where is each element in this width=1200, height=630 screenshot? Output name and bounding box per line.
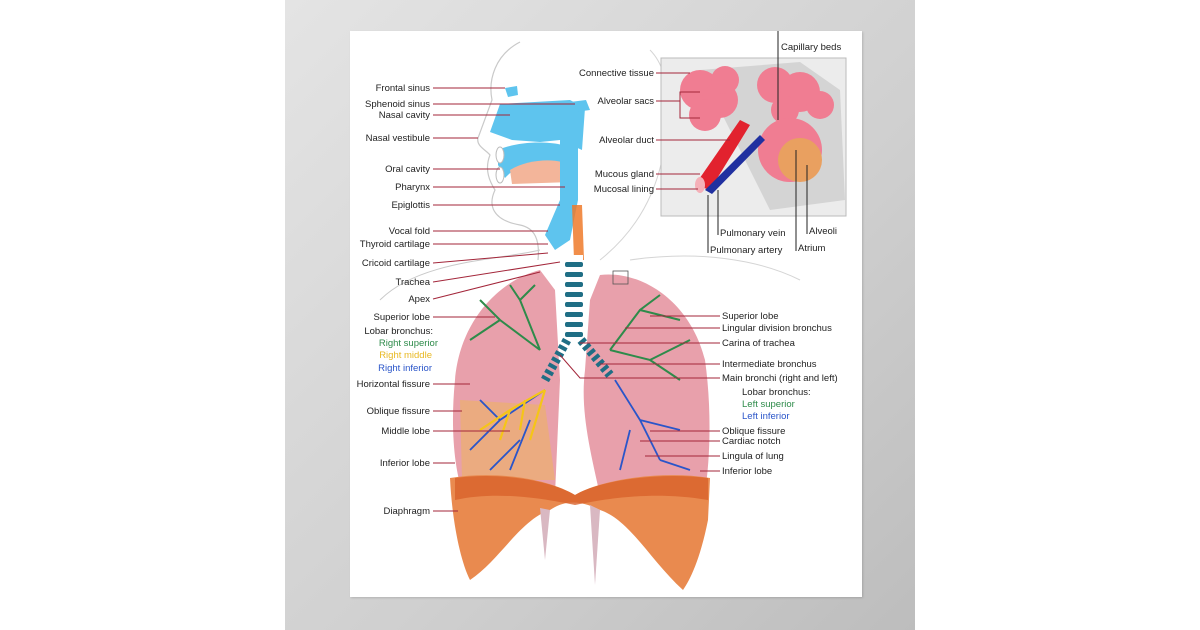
respiratory-diagram: Frontal sinus Sphenoid sinus Nasal cavit… bbox=[357, 31, 847, 590]
label-right-inferior: Right inferior bbox=[378, 363, 432, 374]
inset-marker bbox=[612, 270, 629, 285]
left-lung bbox=[583, 274, 710, 495]
head-outline bbox=[477, 41, 540, 261]
label-superior-lobe: Superior lobe bbox=[373, 312, 430, 323]
label-alveolar-sacs: Alveolar sacs bbox=[598, 96, 655, 107]
label-middle-lobe: Middle lobe bbox=[381, 426, 430, 437]
label-thyroid-cartilage: Thyroid cartilage bbox=[360, 239, 430, 250]
inset-labels: Capillary beds Connective tissue Alveola… bbox=[579, 31, 841, 256]
label-nasal-cavity: Nasal cavity bbox=[379, 110, 430, 121]
trachea bbox=[541, 255, 614, 383]
label-oral-cavity: Oral cavity bbox=[385, 164, 430, 175]
label-trachea: Trachea bbox=[396, 277, 431, 288]
diaphragm bbox=[450, 475, 710, 590]
label-pulmonary-vein: Pulmonary vein bbox=[720, 228, 785, 239]
right-labels: Superior lobe Lingular division bronchus… bbox=[559, 311, 838, 477]
label-superior-lobe-left: Superior lobe bbox=[722, 311, 779, 322]
right-lung bbox=[452, 270, 560, 495]
shoulder-outline-right bbox=[629, 255, 801, 281]
label-horizontal-fissure: Horizontal fissure bbox=[357, 379, 430, 390]
label-carina-of-trachea: Carina of trachea bbox=[722, 338, 796, 349]
label-connective-tissue: Connective tissue bbox=[579, 68, 654, 79]
label-lingular-division-bronchus: Lingular division bronchus bbox=[722, 323, 832, 334]
label-intermediate-bronchus: Intermediate bronchus bbox=[722, 359, 817, 370]
label-left-superior: Left superior bbox=[742, 399, 795, 410]
label-vocal-fold: Vocal fold bbox=[389, 226, 430, 237]
label-right-superior: Right superior bbox=[379, 338, 438, 349]
label-inferior-lobe-left: Inferior lobe bbox=[722, 466, 772, 477]
label-lobar-bronchus: Lobar bronchus: bbox=[364, 326, 433, 337]
left-labels: Frontal sinus Sphenoid sinus Nasal cavit… bbox=[357, 83, 575, 517]
respiratory-system-poster: Frontal sinus Sphenoid sinus Nasal cavit… bbox=[350, 31, 862, 597]
label-epiglottis: Epiglottis bbox=[391, 200, 430, 211]
label-pulmonary-artery: Pulmonary artery bbox=[710, 245, 783, 256]
label-left-inferior: Left inferior bbox=[742, 411, 790, 422]
blue-bronchi bbox=[469, 379, 691, 471]
body-outline bbox=[599, 49, 669, 261]
label-inferior-lobe: Inferior lobe bbox=[380, 458, 430, 469]
green-bronchi bbox=[469, 284, 691, 381]
label-frontal-sinus: Frontal sinus bbox=[376, 83, 431, 94]
label-lobar-bronchus-left: Lobar bronchus: bbox=[742, 387, 811, 398]
label-atrium: Atrium bbox=[798, 243, 826, 254]
yellow-bronchi bbox=[479, 389, 547, 441]
shoulder-outline bbox=[379, 249, 541, 301]
label-nasal-vestibule: Nasal vestibule bbox=[366, 133, 430, 144]
label-cardiac-notch: Cardiac notch bbox=[722, 436, 781, 447]
label-lingula-of-lung: Lingula of lung bbox=[722, 451, 784, 462]
label-capillary-beds: Capillary beds bbox=[781, 42, 841, 53]
label-mucosal-lining: Mucosal lining bbox=[594, 184, 654, 195]
label-oblique-fissure-left: Oblique fissure bbox=[722, 426, 785, 437]
label-alveolar-duct: Alveolar duct bbox=[599, 135, 654, 146]
label-alveoli: Alveoli bbox=[809, 226, 837, 237]
label-apex: Apex bbox=[408, 294, 430, 305]
label-cricoid-cartilage: Cricoid cartilage bbox=[362, 258, 430, 269]
alveoli-inset bbox=[660, 57, 847, 217]
label-diaphragm: Diaphragm bbox=[384, 506, 431, 517]
label-right-middle: Right middle bbox=[379, 350, 432, 361]
label-sphenoid-sinus: Sphenoid sinus bbox=[365, 99, 430, 110]
label-pharynx: Pharynx bbox=[395, 182, 430, 193]
label-mucous-gland: Mucous gland bbox=[595, 169, 654, 180]
label-oblique-fissure: Oblique fissure bbox=[367, 406, 430, 417]
label-main-bronchi: Main bronchi (right and left) bbox=[722, 373, 838, 384]
upper-airway bbox=[490, 86, 590, 260]
